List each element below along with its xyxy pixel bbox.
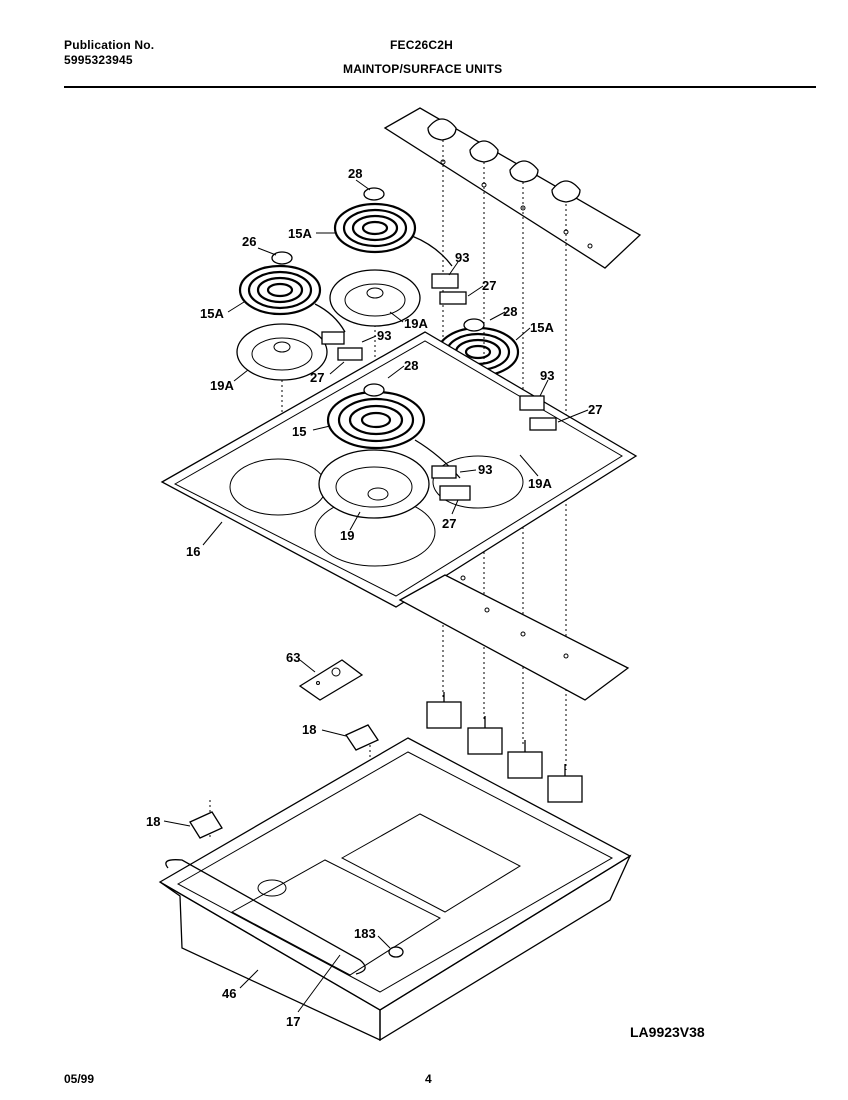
knob-1 xyxy=(427,118,457,141)
callout-28-top: 28 xyxy=(348,166,362,181)
trim-ring-26 xyxy=(271,251,293,265)
callout-28-right: 28 xyxy=(503,304,517,319)
terminal-block-93-front xyxy=(431,465,471,501)
header-divider xyxy=(64,86,816,88)
callout-15: 15 xyxy=(292,424,306,439)
section-title: MAINTOP/SURFACE UNITS xyxy=(343,62,503,76)
callout-19a-mid: 19A xyxy=(404,316,428,331)
infinite-switch-3 xyxy=(507,740,543,779)
trim-ring-28-front xyxy=(363,383,385,397)
knob-3 xyxy=(509,160,539,183)
callout-27-front: 27 xyxy=(442,516,456,531)
burner-box-46 xyxy=(158,737,632,1042)
surface-element-15 xyxy=(326,390,461,479)
drawing-id: LA9923V38 xyxy=(630,1024,705,1040)
callout-15a-top: 15A xyxy=(288,226,312,241)
bracket-63 xyxy=(298,659,364,701)
callout-27-right: 27 xyxy=(588,402,602,417)
callout-63: 63 xyxy=(286,650,300,665)
callout-18-left: 18 xyxy=(146,814,160,829)
model-number: FEC26C2H xyxy=(390,38,453,52)
callout-18-top: 18 xyxy=(302,722,316,737)
callout-93-top: 93 xyxy=(455,250,469,265)
callout-19a-right: 19A xyxy=(528,476,552,491)
control-panel xyxy=(383,107,642,269)
page-number: 4 xyxy=(425,1072,432,1086)
callout-93-right: 93 xyxy=(540,368,554,383)
callout-46: 46 xyxy=(222,986,236,1001)
callout-28-front: 28 xyxy=(404,358,418,373)
hinge-18-left xyxy=(189,811,223,839)
infinite-switch-2 xyxy=(467,716,503,755)
rod-17 xyxy=(165,859,366,975)
drip-pan-19a-left xyxy=(236,323,328,381)
surface-element-15a-left xyxy=(238,264,346,333)
callout-19: 19 xyxy=(340,528,354,543)
footer-date: 05/99 xyxy=(64,1072,95,1086)
callout-183: 183 xyxy=(354,926,376,941)
surface-element-15a-top xyxy=(333,202,453,267)
callout-17: 17 xyxy=(286,1014,300,1029)
infinite-switch-4 xyxy=(547,764,583,803)
callout-26: 26 xyxy=(242,234,256,249)
callout-15a-left: 15A xyxy=(200,306,224,321)
terminal-block-93-top xyxy=(431,273,467,305)
terminal-block-93-left xyxy=(321,331,363,361)
infinite-switch-1 xyxy=(426,692,462,729)
callout-93-left: 93 xyxy=(377,328,391,343)
front-bracket xyxy=(398,574,630,701)
drip-pan-19a-mid xyxy=(329,269,421,327)
publication-number: 5995323945 xyxy=(64,53,133,67)
leader-lines xyxy=(163,179,589,1013)
knob-4 xyxy=(551,180,581,203)
trim-ring-28-right xyxy=(463,318,485,332)
grommet-183 xyxy=(388,946,404,958)
callout-27-left: 27 xyxy=(310,370,324,385)
callout-27-top: 27 xyxy=(482,278,496,293)
knob-2 xyxy=(469,140,499,163)
drip-pan-19 xyxy=(318,449,430,519)
publication-label: Publication No. xyxy=(64,38,155,52)
trim-ring-28-top xyxy=(363,187,385,201)
callout-19a-left: 19A xyxy=(210,378,234,393)
terminal-block-93-right xyxy=(519,395,557,431)
callout-16: 16 xyxy=(186,544,200,559)
callout-93-front: 93 xyxy=(478,462,492,477)
callout-15a-right: 15A xyxy=(530,320,554,335)
hinge-18-top xyxy=(345,724,379,751)
